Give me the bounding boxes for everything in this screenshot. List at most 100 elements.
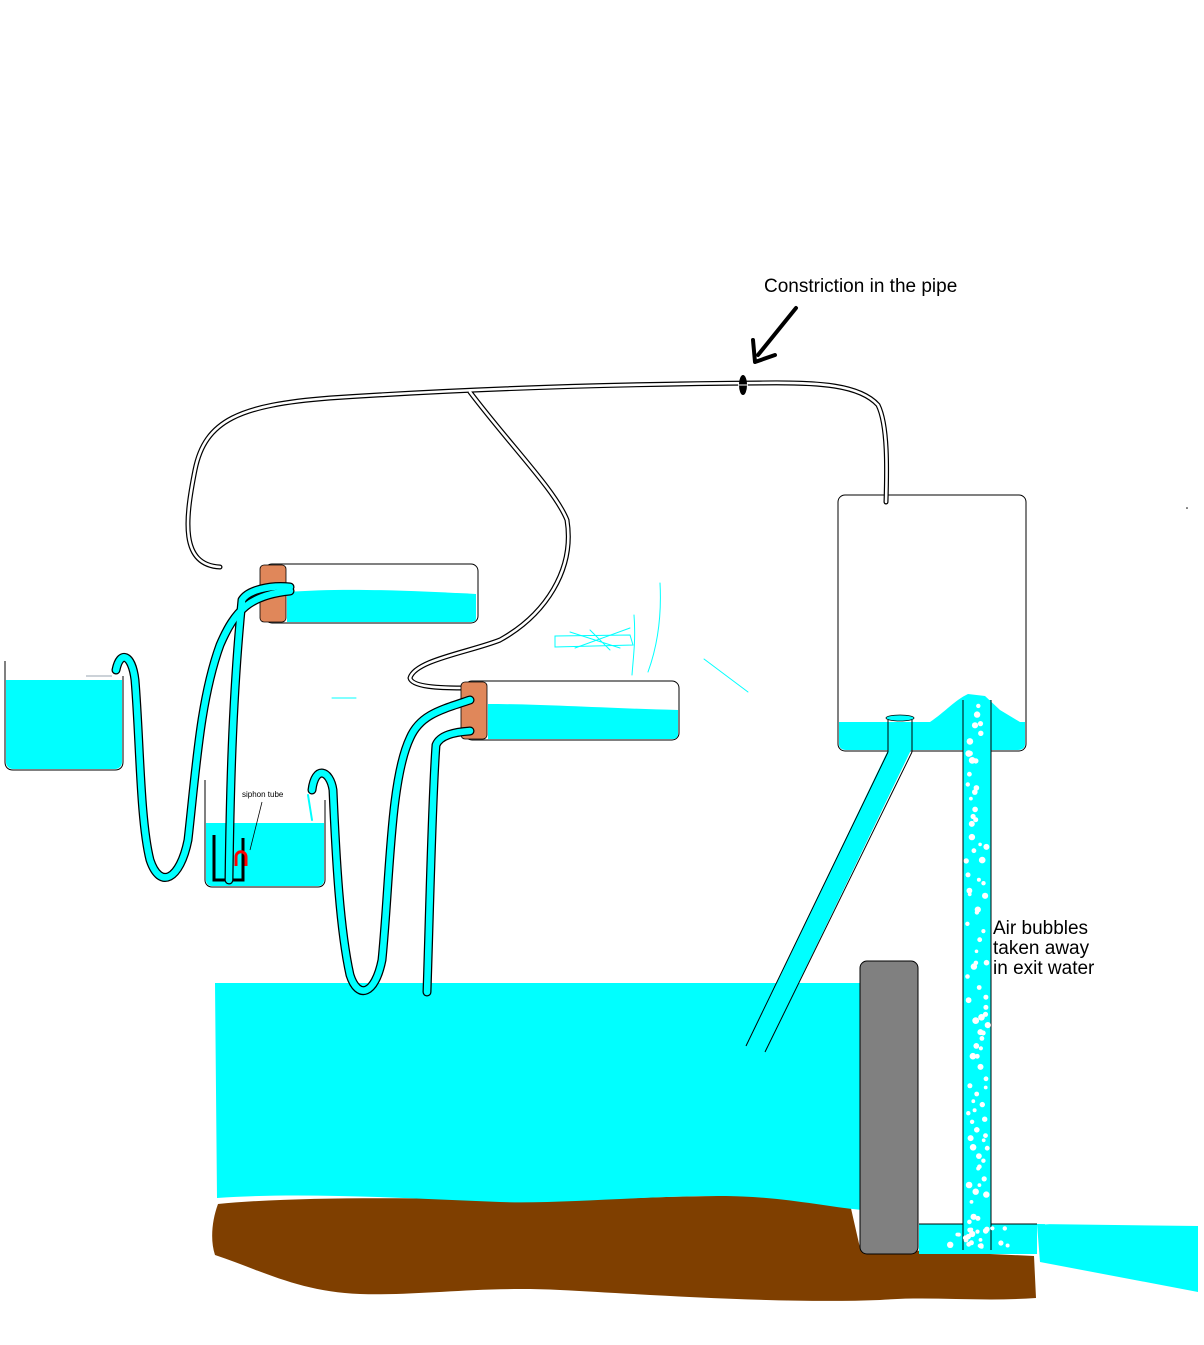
air-bubble: [969, 1230, 976, 1238]
water-hoses: [111, 582, 475, 997]
grey-pillar: [859, 960, 919, 1255]
air-bubble: [976, 1153, 982, 1159]
air-bubble: [972, 806, 978, 813]
air-bubble: [973, 711, 981, 718]
air-bubble: [965, 921, 970, 926]
air-bubble: [974, 949, 979, 954]
air-bubble: [976, 985, 982, 990]
siphon-tank-water: [206, 823, 324, 886]
air-bubble: [970, 963, 978, 970]
air-bubble: [969, 1119, 975, 1125]
diagonal-downpipe: [745, 714, 915, 1053]
air-bubble: [966, 738, 974, 745]
air-bubble: [965, 872, 971, 878]
air-bubble: [977, 1183, 982, 1187]
air-bubble: [978, 1243, 984, 1249]
air-bubble: [979, 1101, 985, 1108]
air-bubble: [978, 1046, 984, 1051]
air-bubble: [1005, 1243, 1010, 1248]
air-bubble: [978, 730, 984, 736]
air-bubble: [978, 1014, 985, 1021]
lower-chamber-water: [488, 704, 678, 739]
air-bubble: [998, 1240, 1004, 1246]
air-bubble: [972, 789, 978, 795]
constriction-label: Constriction in the pipe: [764, 276, 957, 297]
sketch-marks: [307, 582, 749, 821]
air-bubble: [947, 1241, 954, 1249]
air-bubble: [982, 1228, 989, 1234]
constriction-arrow: [751, 306, 798, 364]
air-bubble: [965, 974, 970, 979]
air-bubble: [967, 892, 972, 897]
air-bubble: [977, 1063, 984, 1070]
air-pipe-network: [185, 375, 890, 691]
lower-chamber: [460, 680, 680, 741]
air-bubble: [983, 1004, 989, 1010]
upper-chamber-water: [287, 589, 476, 622]
air-bubble: [976, 703, 981, 709]
air-bubble: [967, 1083, 973, 1089]
air-bubble: [983, 1191, 990, 1198]
air-bubble: [965, 782, 970, 787]
air-bubble: [984, 1022, 991, 1029]
air-bubble: [970, 1213, 977, 1220]
vertical-exit-tube: [947, 700, 1010, 1250]
air-bubble: [981, 1158, 986, 1163]
air-bubble: [972, 1017, 980, 1024]
air-bubble: [962, 1235, 968, 1241]
air-bubble: [983, 843, 990, 850]
air-bubble: [973, 1043, 980, 1049]
air-bubble: [968, 833, 976, 841]
air-bubble: [978, 842, 982, 847]
air-bubble: [990, 1226, 995, 1231]
air-bubble: [975, 1229, 980, 1234]
air-bubble: [974, 1091, 980, 1097]
bubbles-label-line2: taken away: [993, 938, 1090, 959]
air-bubble: [983, 1076, 989, 1082]
air-bubble: [969, 796, 973, 801]
air-bubble: [977, 937, 983, 943]
air-bubble: [976, 877, 981, 882]
air-bubble: [984, 1145, 990, 1151]
air-bubble: [973, 758, 979, 764]
air-bubble: [966, 887, 973, 894]
air-bubble: [983, 994, 989, 1000]
air-bubble: [974, 1127, 980, 1133]
air-bubble: [967, 750, 973, 757]
air-bubble: [968, 1240, 974, 1246]
air-bubble: [976, 1166, 981, 1171]
air-bubble: [1002, 1226, 1007, 1231]
air-bubble: [983, 959, 990, 966]
air-bubble: [981, 1138, 986, 1143]
air-bubble: [978, 856, 986, 864]
air-bubble: [967, 1135, 974, 1142]
stray-dot: [1186, 507, 1188, 509]
right-tank-water: [839, 722, 1025, 750]
air-bubble: [982, 1116, 988, 1122]
air-bubble: [978, 1238, 983, 1242]
air-bubble: [969, 1144, 977, 1151]
siphon-label: siphon tube: [242, 790, 284, 799]
air-bubble: [967, 1227, 973, 1233]
air-bubble: [974, 1053, 980, 1059]
left-tank-water: [6, 680, 122, 769]
air-bubble: [982, 892, 989, 899]
air-bubble: [967, 771, 972, 777]
air-bubble: [967, 1219, 972, 1225]
air-bubble: [973, 785, 980, 791]
air-bubble: [965, 1181, 973, 1189]
air-bubble: [983, 1085, 988, 1090]
right-tank: [837, 494, 1027, 752]
air-bubble: [973, 817, 979, 823]
left-header-tank: [4, 661, 124, 771]
main-water-body: [215, 983, 862, 1210]
air-bubble: [974, 910, 980, 915]
air-bubble: [969, 1052, 977, 1060]
air-bubble: [977, 721, 984, 727]
air-bubble: [969, 1200, 974, 1204]
air-bubble: [956, 1232, 961, 1237]
air-bubble: [981, 929, 986, 934]
air-bubble: [972, 1108, 977, 1113]
air-bubble: [981, 881, 986, 886]
